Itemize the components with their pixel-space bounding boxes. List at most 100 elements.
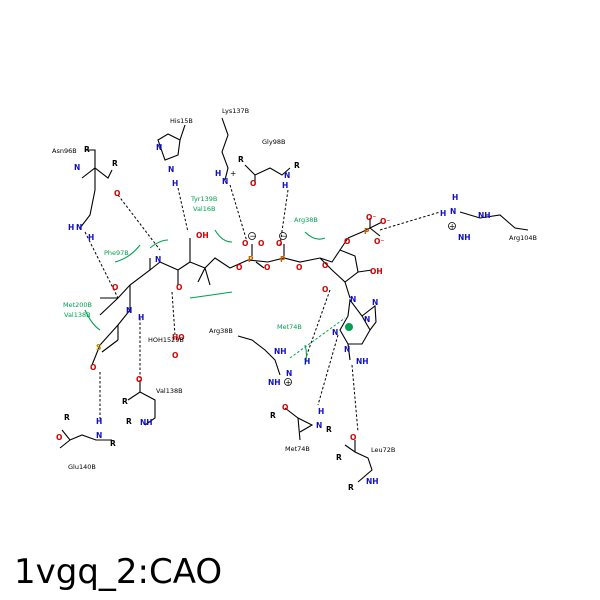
r-group: R: [270, 411, 276, 420]
atom-oxygen-label: O: [322, 285, 328, 294]
atom-nitrogen-label: H: [440, 209, 446, 218]
atom-nitrogen-label: NH: [458, 233, 471, 242]
atom-nitrogen-label: NH: [366, 477, 379, 486]
atom-nitrogen-label: H: [452, 193, 458, 202]
atom-oxygen-label: O: [172, 351, 178, 360]
atom-nitrogen-label: NH: [356, 357, 369, 366]
r-group: R: [294, 161, 300, 170]
atom-nitrogen-label: H: [215, 169, 221, 178]
structure-id-caption: 1vgq_2:CAO: [14, 552, 223, 592]
atom-oxygen-label: O: [322, 261, 328, 270]
atom-nitrogen-label: N: [316, 421, 322, 430]
residue-arg104-label: Arg104B: [509, 234, 537, 242]
r-group: R: [126, 417, 132, 426]
atom-oxygen-label: O: [282, 403, 288, 412]
atom-nitrogen-label: NH: [268, 378, 281, 387]
hydrophobic-contacts: [84, 229, 326, 366]
residue-tyr139-label: Tyr139B: [190, 195, 217, 203]
atom-oxygen-label: OH: [196, 231, 209, 240]
charges: − − + + +: [230, 169, 456, 387]
atom-oxygen-label: O: [250, 179, 256, 188]
r-group: R: [110, 439, 116, 448]
atom-nitrogen-label: N: [155, 255, 161, 264]
atom-nitrogen-label: N: [286, 369, 292, 378]
atom-nitrogen-label: N: [364, 315, 370, 324]
residue-val138-top-label: Val138B: [64, 311, 91, 319]
atom-oxygen-label: HO: [172, 333, 185, 342]
pi-cation-centroid: [345, 323, 353, 331]
atom-oxygen-label: O: [350, 433, 356, 442]
atom-oxygen-label: O: [344, 237, 350, 246]
r-group: R: [122, 397, 128, 406]
atom-nitrogen-label: N: [74, 163, 80, 172]
charge-minus: −: [250, 232, 256, 241]
atom-oxygen-label: O: [242, 239, 248, 248]
atom-oxygen-label: OH: [370, 267, 383, 276]
r-group: R: [64, 413, 70, 422]
r-group: R: [348, 483, 354, 492]
residue-val138-lower-label: Val138B: [156, 387, 183, 395]
atom-nitrogen-label: N: [284, 171, 290, 180]
charge-plus: +: [285, 378, 291, 387]
atom-nitrogen-label: H: [88, 233, 94, 242]
atom-nitrogen-label: H: [282, 181, 288, 190]
atom-nitrogen-label: N: [332, 328, 338, 337]
atom-oxygen-label: O: [176, 283, 182, 292]
atom-oxygen-label: O: [90, 363, 96, 372]
atom-oxygen-label: O: [296, 263, 302, 272]
atom-labels: O H N H N N N H N H N H O N OH O O N H P…: [56, 143, 491, 486]
atom-phosphorus-label: P: [364, 227, 370, 236]
atom-phosphorus-label: P: [280, 255, 286, 264]
atom-oxygen-label: O: [236, 263, 242, 272]
residue-labels: Asn96B His15B Lys137B Gly98B Tyr139B Val…: [52, 107, 537, 471]
atom-oxygen-label: O⁻: [380, 217, 390, 226]
atom-nitrogen-label: N: [168, 165, 174, 174]
r-group: R: [84, 145, 90, 154]
residue-leu72-label: Leu72B: [371, 446, 395, 454]
r-group: R: [112, 159, 118, 168]
atom-oxygen-label: O: [56, 433, 62, 442]
atom-nitrogen-label: H: [96, 417, 102, 426]
atom-nitrogen-label: NH: [140, 418, 153, 427]
hydrogen-bonds: [84, 184, 441, 433]
r-group: R: [238, 155, 244, 164]
atom-nitrogen-label: N: [222, 177, 228, 186]
atom-nitrogen-label: H: [138, 313, 144, 322]
r-group-labels: R R R R R R R R R R R R: [64, 145, 354, 492]
residue-arg38-top-label: Arg38B: [294, 216, 318, 224]
ligand-bonds: [99, 218, 383, 361]
atom-oxygen-label: O: [136, 375, 142, 384]
atom-nitrogen-label: N: [156, 143, 162, 152]
residue-hoh-label: HOH1529B: [148, 336, 184, 344]
atom-nitrogen-label: N: [372, 298, 378, 307]
r-group: R: [326, 425, 332, 434]
residue-his15-label: His15B: [170, 117, 193, 125]
residue-asn96-label: Asn96B: [52, 147, 77, 155]
residue-met74-lower-label: Met74B: [285, 445, 310, 453]
atom-phosphorus-label: P: [248, 255, 254, 264]
charge-plus: +: [449, 222, 455, 231]
atom-oxygen-label: O⁻: [374, 237, 384, 246]
atom-sulfur-label: S: [96, 343, 101, 352]
residue-glu140-label: Glu140B: [68, 463, 96, 471]
r-group: R: [336, 453, 342, 462]
atom-nitrogen-label: N: [350, 295, 356, 304]
atom-nitrogen-label: N: [344, 345, 350, 354]
atom-oxygen-label: O⁻: [366, 213, 376, 222]
residue-val16-label: Val16B: [193, 205, 215, 213]
atom-nitrogen-label: H: [304, 357, 310, 366]
atom-nitrogen-label: H: [318, 407, 324, 416]
residue-met74-top-label: Met74B: [277, 323, 302, 331]
atom-nitrogen-label: N: [450, 207, 456, 216]
atom-nitrogen-label: N: [96, 431, 102, 440]
atom-nitrogen-label: N: [76, 223, 82, 232]
residue-phe97-label: Phe97B: [104, 249, 129, 257]
atom-nitrogen-label: NH: [478, 211, 491, 220]
atom-nitrogen-label: N: [126, 306, 132, 315]
charge-plus: +: [230, 169, 236, 178]
residue-met200-label: Met200B: [63, 301, 92, 309]
atom-oxygen-label: O: [112, 283, 118, 292]
atom-nitrogen-label: H: [68, 223, 74, 232]
atom-oxygen-label: O: [276, 239, 282, 248]
